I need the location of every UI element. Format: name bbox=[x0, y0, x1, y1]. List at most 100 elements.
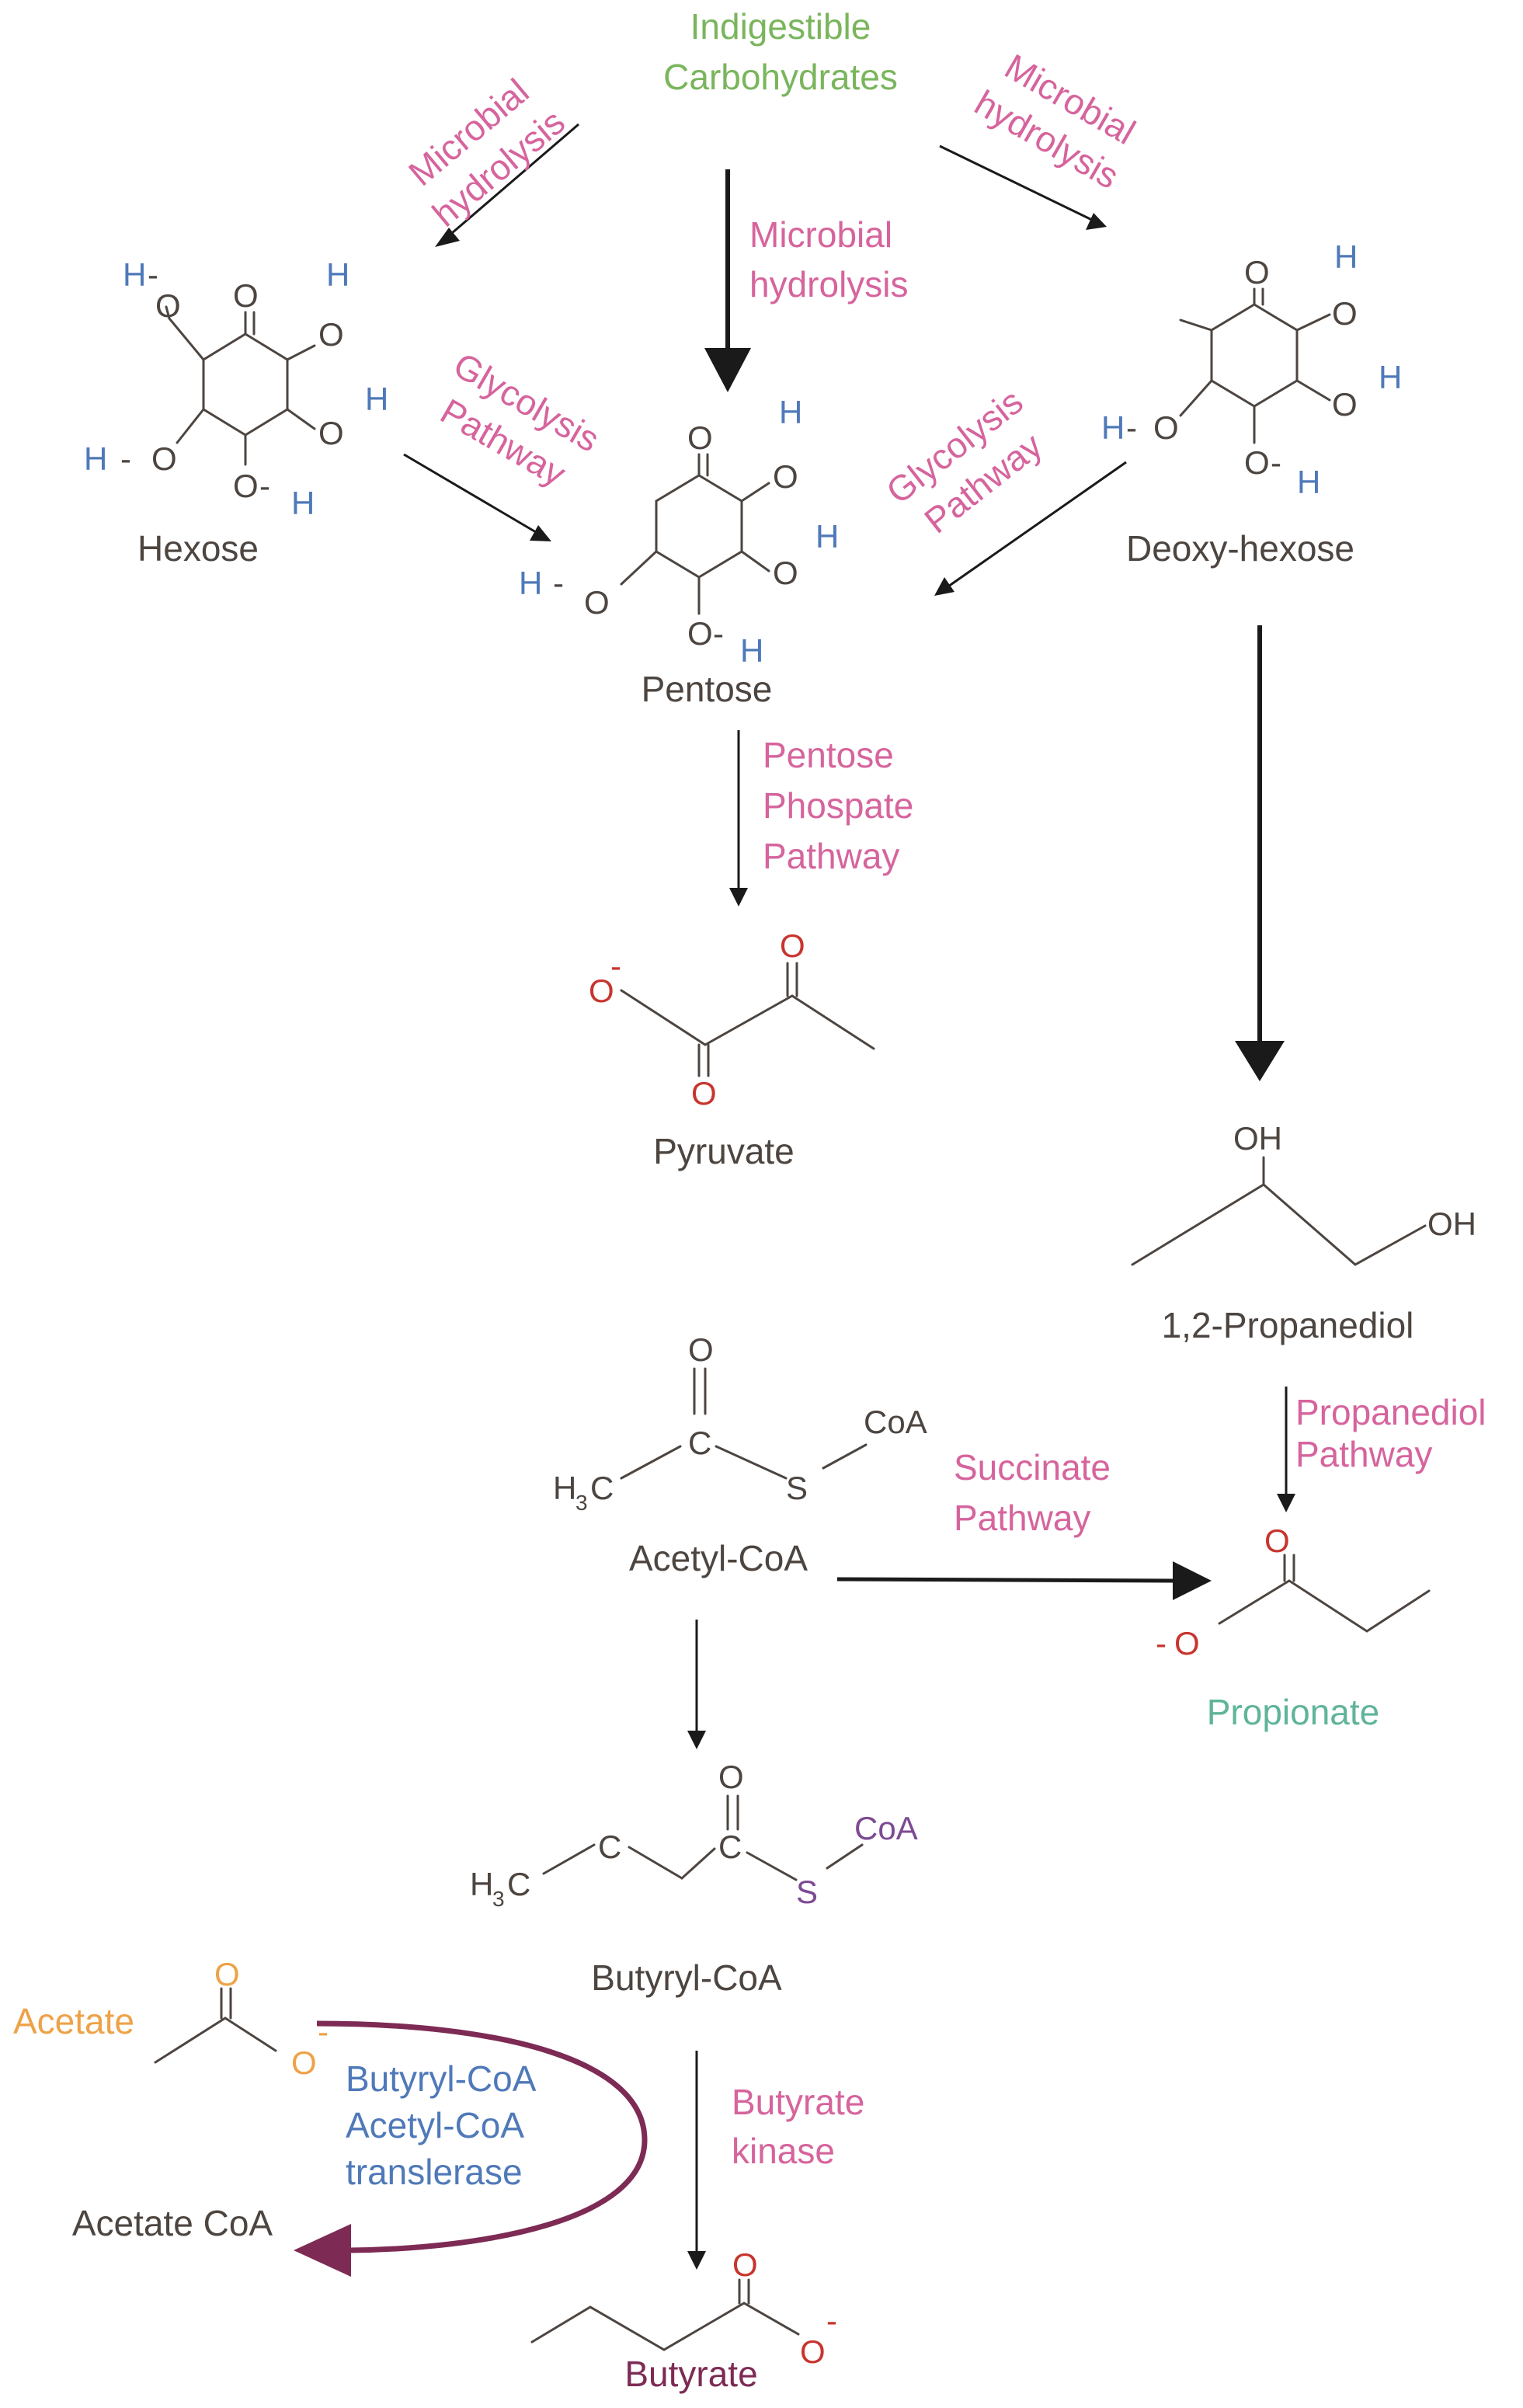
label-translerase-line2: Acetyl-CoA bbox=[346, 2105, 524, 2145]
atom-o: O bbox=[687, 419, 713, 456]
atom-dash: - bbox=[713, 615, 724, 652]
atom-o: O bbox=[688, 1331, 714, 1368]
atom-c: C bbox=[590, 1470, 614, 1506]
atom-s: S bbox=[786, 1470, 808, 1506]
compound-butyryl-coa: Butyryl-CoA bbox=[591, 1957, 782, 1998]
arrow-head bbox=[1235, 1041, 1285, 1081]
structure-propanediol bbox=[1131, 1156, 1427, 1266]
label-propanediol-line1: Propanediol bbox=[1295, 1392, 1486, 1432]
atom-h: H bbox=[84, 440, 107, 477]
atom-c: C bbox=[718, 1829, 742, 1865]
label-propanediol-line2: Pathway bbox=[1295, 1434, 1432, 1474]
atom-h: H bbox=[1101, 409, 1125, 446]
atom-dash: - bbox=[553, 565, 564, 601]
compound-pyruvate: Pyruvate bbox=[653, 1131, 795, 1171]
arrow-hydrolysis-to-deoxy-hexose bbox=[939, 144, 1096, 223]
structure-butyryl-coa bbox=[542, 1794, 864, 1881]
atom-o: O bbox=[1174, 1625, 1200, 1662]
atom-h: H bbox=[779, 394, 802, 430]
structure-deoxy-hexose bbox=[1179, 287, 1331, 444]
atom-o: O bbox=[732, 2246, 758, 2283]
atom-h: H bbox=[326, 256, 349, 293]
compound-hexose: Hexose bbox=[137, 528, 259, 569]
atom-o: O bbox=[687, 615, 713, 652]
atom-o: O bbox=[718, 1759, 744, 1795]
label-translerase-line3: translerase bbox=[346, 2152, 523, 2192]
atom-coa: CoA bbox=[864, 1404, 927, 1440]
atom-subscript-3: 3 bbox=[575, 1491, 588, 1515]
atom-c: C bbox=[598, 1829, 621, 1865]
atom-dash: - bbox=[120, 440, 131, 477]
atoms-deoxy-hexose: O H O H O O - H H - O bbox=[1101, 238, 1402, 500]
atom-o: O bbox=[318, 415, 344, 451]
atom-h: H bbox=[123, 256, 146, 293]
atom-o: O bbox=[155, 287, 181, 324]
atom-dash: - bbox=[259, 468, 270, 504]
label-hydrolysis-left: Microbial hydrolysis bbox=[401, 71, 572, 235]
structure-pentose bbox=[620, 453, 770, 615]
atoms-pyruvate: O - O O bbox=[589, 927, 805, 1112]
atom-o: O bbox=[1332, 386, 1358, 423]
arrow-head bbox=[530, 525, 551, 541]
atom-h: H bbox=[1379, 359, 1402, 395]
atom-o: O bbox=[1244, 254, 1270, 291]
atom-dash: - bbox=[1126, 409, 1137, 446]
atom-o: O bbox=[584, 584, 610, 621]
atom-o: O bbox=[291, 2044, 317, 2081]
atom-o: O bbox=[318, 316, 344, 353]
structure-butyrate bbox=[530, 2278, 800, 2351]
atom-o: O bbox=[800, 2333, 826, 2370]
atom-subscript-3: 3 bbox=[492, 1887, 505, 1911]
structure-pyruvate bbox=[620, 962, 875, 1077]
arrow-head bbox=[934, 577, 954, 596]
compound-pentose: Pentose bbox=[642, 669, 773, 709]
compound-acetyl-coa: Acetyl-CoA bbox=[629, 1538, 808, 1578]
atom-o: O bbox=[233, 277, 259, 314]
structures bbox=[154, 287, 1431, 2351]
label-succinate-line1: Succinate bbox=[954, 1447, 1111, 1488]
label-translerase-line1: Butyryl-CoA bbox=[346, 2058, 537, 2099]
atom-h: H bbox=[470, 1866, 493, 1902]
atom-h: H bbox=[519, 565, 542, 601]
start-label-line2: Carbohydrates bbox=[663, 57, 898, 97]
arrow-glycolysis-hexose-to-pentose bbox=[403, 453, 541, 536]
atom-o: O bbox=[1264, 1522, 1290, 1559]
label-glycolysis-right: Glycolysis Pathway bbox=[878, 381, 1049, 541]
compound-acetate: Acetate bbox=[13, 2001, 134, 2041]
structure-acetate bbox=[154, 1987, 277, 2064]
arrow-head bbox=[1086, 213, 1107, 230]
atom-o: O bbox=[1153, 409, 1179, 446]
arrow-head bbox=[729, 888, 748, 906]
start-node: Indigestible Carbohydrates bbox=[663, 6, 898, 97]
atom-labels: H - O O H O O H O - H H - O O H O H O O … bbox=[84, 238, 1476, 2370]
compound-acetate-coa: Acetate CoA bbox=[72, 2203, 273, 2243]
atom-h: H bbox=[1297, 464, 1320, 500]
arrow-head bbox=[704, 348, 751, 392]
atom-c: C bbox=[507, 1866, 530, 1902]
structure-propionate bbox=[1218, 1554, 1431, 1633]
atoms-pentose: O H O H O O - H H - O bbox=[519, 394, 839, 669]
atom-h: H bbox=[291, 485, 315, 521]
atoms-acetate: O O - bbox=[214, 1956, 329, 2081]
arrow-head bbox=[1277, 1494, 1295, 1512]
atom-oh: OH bbox=[1427, 1206, 1476, 1242]
label-hydrolysis-center-line2: hydrolysis bbox=[749, 264, 909, 304]
atom-dash: - bbox=[148, 256, 158, 293]
atom-s: S bbox=[796, 1874, 818, 1910]
arrows bbox=[294, 123, 1295, 2277]
atom-h: H bbox=[815, 518, 839, 555]
label-butyrate-kinase-line2: kinase bbox=[732, 2131, 835, 2171]
arrow-translerase-curve bbox=[316, 2020, 648, 2253]
compound-butyrate: Butyrate bbox=[624, 2354, 757, 2394]
atom-o: O bbox=[1244, 444, 1270, 481]
atom-o: O bbox=[233, 468, 259, 504]
atom-minus: - bbox=[318, 2013, 329, 2050]
arrow-glycolysis-deoxyhexose-to-pentose bbox=[945, 461, 1127, 590]
atom-o: O bbox=[151, 440, 177, 477]
atoms-propionate: O - O bbox=[1156, 1522, 1290, 1662]
compound-labels: Hexose Pentose Deoxy-hexose Pyruvate 1,2… bbox=[13, 528, 1413, 2394]
atoms-acetyl-coa: O C S CoA H 3 C bbox=[553, 1331, 927, 1515]
arrow-succinate-acetylcoa-to-propionate bbox=[836, 1577, 1174, 1583]
